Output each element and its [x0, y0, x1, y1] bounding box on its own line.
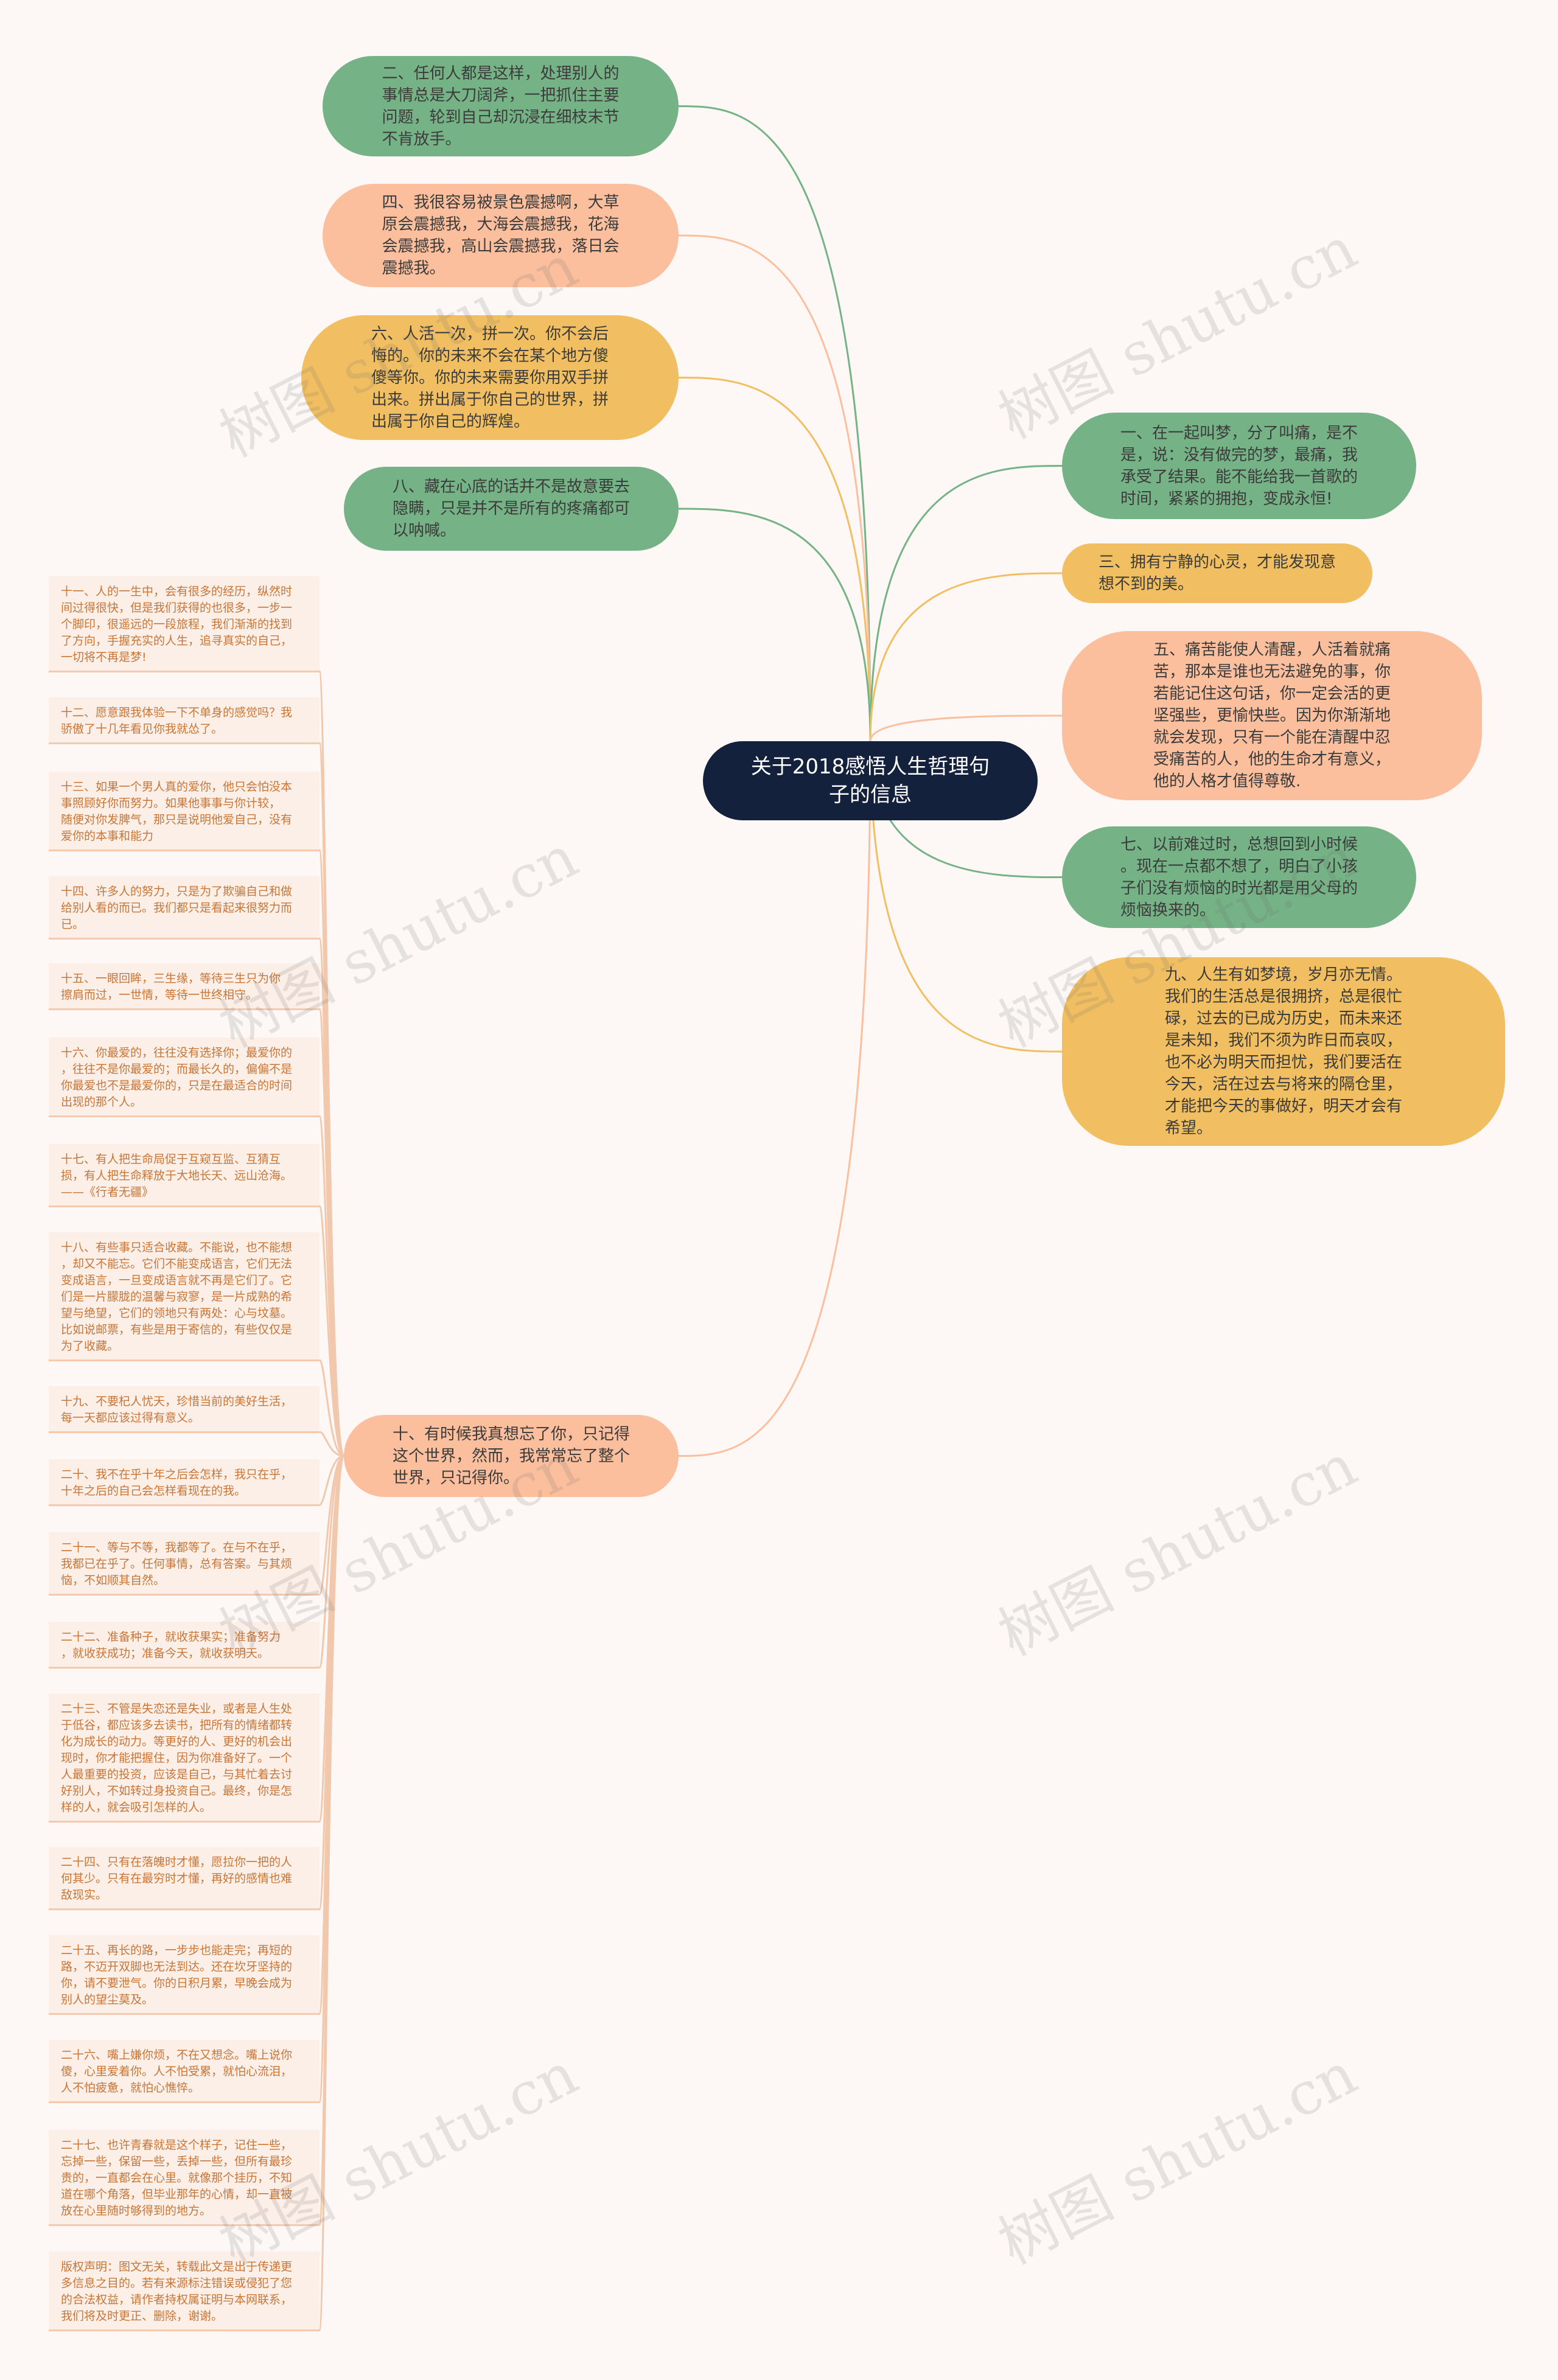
leaf-connector-line: [318, 1455, 345, 2331]
branch-text: 五、痛苦能使人清醒，人活着就痛 苦，那本是谁也无法避免的事，你 若能记住这句话，…: [1153, 641, 1391, 790]
branch-text: 九、人生有如梦境，岁月亦无情。 我们的生活总是很拥挤，总是很忙 碌，过去的已成为…: [1164, 966, 1402, 1137]
branch-text: 二、任何人都是这样，处理别人的 事情总是大刀阔斧，一把抓住主要 问题，轮到自己却…: [382, 64, 620, 148]
leaf-item[interactable]: 十八、有些事只适合收藏。不能说，也不能想 ，却又不能忘。它们不能变成语言，它们无…: [49, 1232, 320, 1361]
leaf-item[interactable]: 版权声明：图文无关，转载此文是出于传递更 多信息之目的。若有来源标注错误或侵犯了…: [49, 2252, 320, 2331]
branch-node-left-1[interactable]: 二、任何人都是这样，处理别人的 事情总是大刀阔斧，一把抓住主要 问题，轮到自己却…: [323, 56, 679, 156]
connector-line: [678, 105, 872, 742]
leaf-item[interactable]: 十九、不要杞人忧天，珍惜当前的美好生活， 每一天都应该过得有意义。: [49, 1386, 320, 1433]
branch-node-right-1[interactable]: 一、在一起叫梦，分了叫痛，是不 是，说：没有做完的梦，最痛，我 承受了结果。能不…: [1062, 413, 1416, 519]
branch-text: 六、人活一次，拼一次。你不会后 悔的。你的未来不会在某个地方傻 傻等你。你的未来…: [371, 324, 609, 431]
branch-text: 一、在一起叫梦，分了叫痛，是不 是，说：没有做完的梦，最痛，我 承受了结果。能不…: [1120, 424, 1358, 508]
leaf-item[interactable]: 二十一、等与不等，我都等了。在与不在乎， 我都已在乎了。任何事情，总有答案。与其…: [49, 1532, 320, 1596]
branch-node-right-5[interactable]: 九、人生有如梦境，岁月亦无情。 我们的生活总是很拥挤，总是很忙 碌，过去的已成为…: [1062, 957, 1505, 1146]
leaf-item[interactable]: 二十、我不在乎十年之后会怎样，我只在乎， 十年之后的自己会怎样看现在的我。: [49, 1459, 320, 1506]
branch-text: 四、我很容易被景色震撼啊，大草 原会震撼我，大海会震撼我，花海 会震撼我，高山会…: [382, 194, 620, 277]
leaf-item[interactable]: 十一、人的一生中，会有很多的经历，纵然时 间过得很快，但是我们获得的也很多，一步…: [49, 576, 320, 672]
leaf-item[interactable]: 二十三、不管是失恋还是失业，或者是人生处 于低谷，都应该多去读书，把所有的情绪都…: [49, 1694, 320, 1823]
root-title: 关于2018感悟人生哲理句 子的信息: [750, 755, 990, 807]
connector-line: [678, 377, 872, 742]
leaf-connector-line: [318, 1455, 344, 1669]
root-topic[interactable]: 关于2018感悟人生哲理句 子的信息: [703, 741, 1038, 820]
leaf-item[interactable]: 二十二、准备种子，就收获果实；准备努力 ，就收获成功；准备今天，就收获明天。: [49, 1622, 320, 1669]
branch-node-left-4[interactable]: 八、藏在心底的话并不是故意要去 隐瞒，只是并不是所有的疼痛都可 以呐喊。: [344, 467, 679, 551]
leaf-item[interactable]: 二十七、也许青春就是这个样子，记住一些， 忘掉一些，保留一些，丢掉一些，但所有最…: [49, 2130, 320, 2226]
leaf-item[interactable]: 二十五、再长的路，一步步也能走完；再短的 路，不迈开双脚也无法到达。还在坎牙坚持…: [49, 1935, 320, 2015]
branch-node-left-5[interactable]: 十、有时候我真想忘了你，只记得 这个世界，然而，我常常忘了整个 世界，只记得你。: [344, 1415, 679, 1497]
leaf-item[interactable]: 十五、一眼回眸，三生缘，等待三生只为你 擦肩而过，一世情，等待一世终相守。: [49, 963, 320, 1010]
leaf-item[interactable]: 十三、如果一个男人真的爱你，他只会怕没本 事照顾好你而努力。如果他事事与你计较，…: [49, 772, 320, 851]
leaf-item[interactable]: 十六、你最爱的，往往没有选择你；最爱你的 ，往往不是你最爱的；而最长久的，偏偏不…: [49, 1038, 320, 1117]
connector-line: [869, 572, 1063, 742]
branch-node-left-3[interactable]: 六、人活一次，拼一次。你不会后 悔的。你的未来不会在某个地方傻 傻等你。你的未来…: [301, 315, 679, 440]
branch-text: 七、以前难过时，总想回到小时候 。现在一点都不想了，明白了小孩 子们没有烦恼的时…: [1120, 835, 1358, 920]
connector-line: [678, 741, 872, 1457]
branch-node-right-4[interactable]: 七、以前难过时，总想回到小时候 。现在一点都不想了，明白了小孩 子们没有烦恼的时…: [1062, 826, 1416, 928]
leaf-connector-line: [318, 1205, 344, 1457]
leaf-item[interactable]: 十七、有人把生命局促于互窥互监、互猜互 损，有人把生命释放于大地长天、远山沧海。…: [49, 1144, 320, 1207]
leaf-connector-line: [318, 1115, 345, 1457]
leaf-connector-line: [319, 1431, 344, 1457]
connector-line: [869, 465, 1063, 742]
leaf-item[interactable]: 二十四、只有在落魄时才懂，愿拉你一把的人 何其少。只有在最穷时才懂，再好的感情也…: [49, 1847, 320, 1910]
connector-line: [869, 741, 1063, 1053]
branch-text: 三、拥有宁静的心灵，才能发现意 想不到的美。: [1098, 553, 1336, 593]
connector-line: [678, 234, 872, 742]
leaf-item[interactable]: 二十六、嘴上嫌你烦，不在又想念。嘴上说你 傻，心里爱着你。人不怕受累，就怕心流泪…: [49, 2040, 320, 2103]
branch-node-right-3[interactable]: 五、痛苦能使人清醒，人活着就痛 苦，那本是谁也无法避免的事，你 若能记住这句话，…: [1062, 631, 1482, 800]
branch-node-left-2[interactable]: 四、我很容易被景色震撼啊，大草 原会震撼我，大海会震撼我，花海 会震撼我，高山会…: [323, 184, 679, 287]
connector-line: [678, 508, 872, 742]
leaf-item[interactable]: 十四、许多人的努力，只是为了欺骗自己和做 给别人看的而已。我们都只是看起来很努力…: [49, 876, 320, 940]
leaf-connector-line: [318, 1455, 344, 1596]
leaf-connector-line: [318, 1359, 344, 1457]
leaf-connector-line: [319, 1455, 344, 1506]
branch-text: 八、藏在心底的话并不是故意要去 隐瞒，只是并不是所有的疼痛都可 以呐喊。: [392, 478, 630, 540]
branch-node-right-2[interactable]: 三、拥有宁静的心灵，才能发现意 想不到的美。: [1062, 543, 1372, 603]
branch-text: 十、有时候我真想忘了你，只记得 这个世界，然而，我常常忘了整个 世界，只记得你。: [392, 1425, 630, 1487]
connector-line: [869, 714, 1063, 742]
leaf-item[interactable]: 十二、愿意跟我体验一下不单身的感觉吗？我 骄傲了十几年看见你我就怂了。: [49, 697, 320, 744]
